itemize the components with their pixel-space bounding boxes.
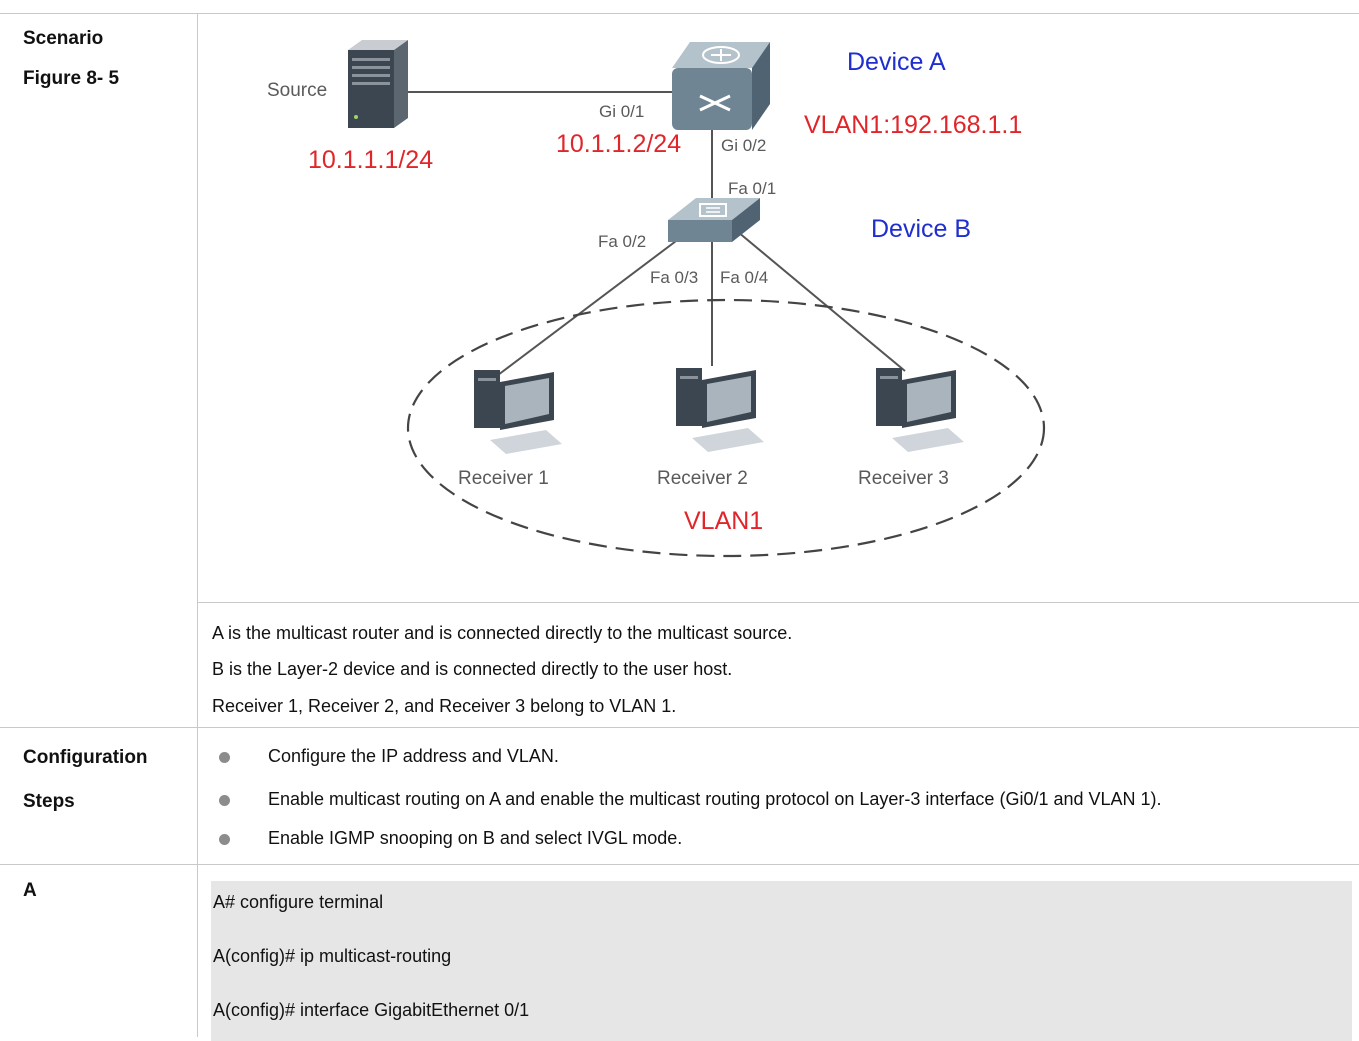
config-step-1: Configure the IP address and VLAN. [268, 746, 559, 766]
source-ip-label: 10.1.1.1/24 [308, 146, 433, 174]
table-top-border [0, 13, 1359, 14]
table-column-divider [197, 13, 198, 1037]
source-label: Source [267, 80, 327, 101]
link-b-receiver3 [737, 231, 906, 372]
receiver-1-label: Receiver 1 [458, 468, 549, 489]
device-a-label: Device A [847, 48, 946, 76]
receiver-3-label: Receiver 3 [858, 468, 949, 489]
link-b-receiver1 [497, 231, 689, 376]
code-line-2: A(config)# ip multicast-routing [213, 946, 452, 966]
bullet-icon [219, 752, 230, 763]
config-step-2: Enable multicast routing on A and enable… [268, 789, 1162, 809]
network-topology-diagram: Source 10.1.1.1/24 Device A VLAN1:192.16… [267, 40, 1046, 558]
scenario-label: Scenario [23, 28, 104, 49]
description-line-1: A is the multicast router and is connect… [212, 623, 793, 643]
description-line-2: B is the Layer-2 device and is connected… [212, 659, 733, 679]
port-fa03-label: Fa 0/3 [650, 268, 698, 287]
figure-label: Figure 8- 5 [23, 68, 120, 89]
receiver-1-pc-icon [474, 370, 562, 454]
port-fa01-label: Fa 0/1 [728, 179, 776, 198]
bullet-icon [219, 834, 230, 845]
device-b-label: Device B [871, 215, 971, 243]
steps-label: Steps [23, 791, 75, 812]
code-line-1: A# configure terminal [213, 892, 384, 912]
device-b-switch-icon [668, 198, 760, 242]
configuration-label: Configuration [23, 747, 148, 768]
port-gi01-label: Gi 0/1 [599, 102, 644, 121]
config-step-3: Enable IGMP snooping on B and select IVG… [268, 828, 683, 848]
code-block [211, 881, 1352, 1041]
receiver-3-pc-icon [876, 368, 964, 452]
description-line-3: Receiver 1, Receiver 2, and Receiver 3 b… [212, 696, 677, 716]
receiver-2-label: Receiver 2 [657, 468, 748, 489]
port-fa02-label: Fa 0/2 [598, 232, 646, 251]
device-a-switch-icon [672, 42, 770, 130]
vlan-boundary-ellipse [406, 298, 1046, 558]
device-a-ip-label: 10.1.1.2/24 [556, 130, 681, 158]
port-gi02-label: Gi 0/2 [721, 136, 766, 155]
bullet-icon [219, 795, 230, 806]
device-a-config-label: A [23, 880, 37, 901]
code-line-3: A(config)# interface GigabitEthernet 0/1 [213, 1000, 530, 1020]
row-divider-config [0, 864, 1359, 865]
device-a-vlan-ip-label: VLAN1:192.168.1.1 [804, 111, 1022, 139]
port-fa04-label: Fa 0/4 [720, 268, 768, 287]
source-server-icon [348, 40, 408, 128]
receiver-2-pc-icon [676, 368, 764, 452]
row-divider-description [0, 727, 1359, 728]
row-divider-scenario [197, 602, 1359, 603]
vlan1-label: VLAN1 [684, 507, 763, 535]
